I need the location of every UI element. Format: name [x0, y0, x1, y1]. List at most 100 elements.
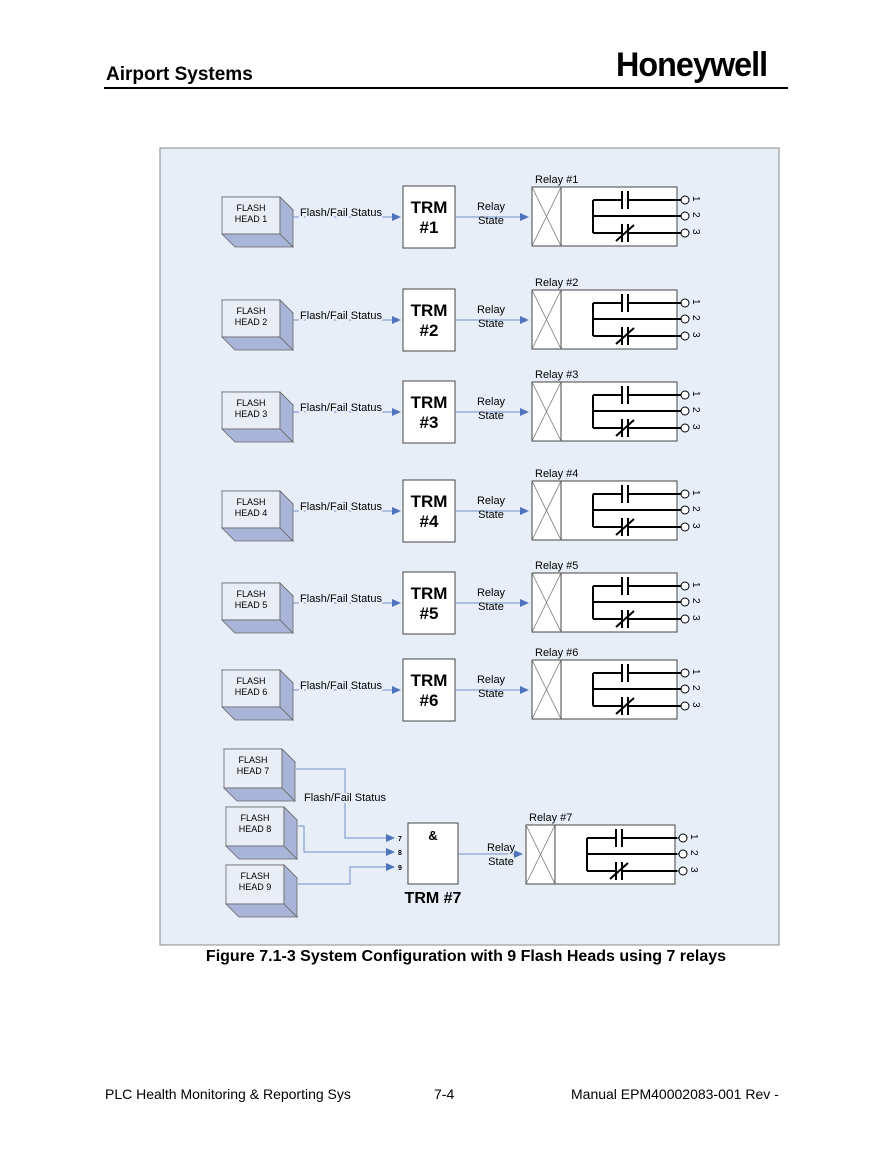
relay-coil-cross — [531, 381, 562, 442]
flash-head-label-line2: HEAD 9 — [239, 882, 272, 892]
flash-head-front-face — [225, 864, 285, 905]
flash-head-label-line1: FLASH — [236, 676, 265, 686]
relay-label: Relay #7 — [529, 812, 572, 824]
terminal-number: 1 — [688, 834, 699, 840]
and-gate-input-number: 7 — [398, 836, 402, 843]
relay-no-contact — [621, 664, 629, 682]
flash-head-label-line1: FLASH — [236, 497, 265, 507]
terminal-circle — [680, 298, 690, 308]
terminal-number: 1 — [690, 391, 701, 397]
relay-coil-cross — [531, 572, 562, 633]
relay-nc-contact — [615, 518, 635, 536]
trm-box — [402, 380, 456, 444]
terminal-circle — [680, 390, 690, 400]
terminal-circle — [678, 833, 688, 843]
relay-state-label-line2: State — [478, 410, 504, 422]
flash-head-label-line2: HEAD 6 — [235, 687, 268, 697]
flash-fail-status-label: Flash/Fail Status — [300, 207, 382, 219]
flash-head-side-face — [279, 490, 294, 542]
relay-no-contact — [615, 829, 623, 847]
relay-state-label-line1: Relay — [477, 674, 506, 686]
terminal-number: 2 — [690, 407, 701, 413]
flash-head-side-face — [279, 391, 294, 443]
relay-no-contact — [621, 191, 629, 209]
terminal-circle — [680, 489, 690, 499]
flash-head-label-line1: FLASH — [236, 589, 265, 599]
trm-label-line2: #4 — [420, 512, 439, 531]
header-divider — [104, 87, 788, 89]
relay-state-label-line1: Relay — [477, 304, 506, 316]
terminal-number: 3 — [690, 424, 701, 430]
flash-fail-status-label: Flash/Fail Status — [300, 402, 382, 414]
figure-caption: Figure 7.1-3 System Configuration with 9… — [205, 948, 727, 965]
flash-head-label-line1: FLASH — [240, 813, 269, 823]
relay-no-contact — [621, 294, 629, 312]
flash-head-label-line2: HEAD 3 — [235, 409, 268, 419]
flash-head-front-face — [221, 582, 281, 621]
flash-head-front-face — [225, 806, 285, 847]
relay-coil-cross — [525, 824, 556, 885]
terminal-number: 3 — [688, 867, 699, 873]
relay-state-label-line1: Relay — [477, 587, 506, 599]
flash-head-side-face — [283, 864, 298, 918]
footer-page-number: 7-4 — [434, 1086, 455, 1102]
flash-head-side-face — [279, 299, 294, 351]
terminal-circle — [680, 314, 690, 324]
relay-state-label-line1: Relay — [477, 396, 506, 408]
terminal-circle — [680, 228, 690, 238]
relay-coil-cross — [531, 480, 562, 541]
relay-nc-contact — [609, 862, 629, 880]
and-gate-input-number: 9 — [398, 865, 402, 872]
trm-label-line2: #3 — [420, 413, 439, 432]
trm7-label: TRM #7 — [405, 890, 462, 907]
terminal-circle — [680, 684, 690, 694]
trm-label-line2: #1 — [420, 218, 439, 237]
flash-head-label-line1: FLASH — [236, 306, 265, 316]
trm-label-line1: TRM — [411, 198, 448, 217]
relay-no-contact — [621, 485, 629, 503]
flash-head-front-face — [221, 299, 281, 338]
terminal-circle — [680, 597, 690, 607]
flash-fail-status-connector — [298, 825, 395, 856]
relay-state-label-line1: Relay — [477, 201, 506, 213]
flash-head-side-face — [283, 806, 298, 860]
trm-label-line2: #2 — [420, 321, 439, 340]
flash-fail-status-label: Flash/Fail Status — [300, 501, 382, 513]
flash-head-label-line1: FLASH — [236, 203, 265, 213]
terminal-circle — [680, 581, 690, 591]
flash-head-label-line2: HEAD 5 — [235, 600, 268, 610]
relay-state-label-line2: State — [478, 688, 504, 700]
relay-nc-contact — [615, 224, 635, 242]
flash-head-label-line2: HEAD 4 — [235, 508, 268, 518]
honeywell-logo: Honeywell — [616, 46, 768, 84]
flash-fail-status-label: Flash/Fail Status — [300, 593, 382, 605]
trm-label-line1: TRM — [411, 584, 448, 603]
terminal-circle — [680, 331, 690, 341]
flash-head-side-face — [281, 748, 296, 802]
terminal-circle — [680, 211, 690, 221]
relay-state-label-line1: Relay — [477, 495, 506, 507]
relay-no-contact — [621, 577, 629, 595]
terminal-number: 1 — [690, 490, 701, 496]
relay-state-label-line2: State — [478, 601, 504, 613]
relay-state-label-line2: State — [478, 509, 504, 521]
flash-head-label-line2: HEAD 1 — [235, 214, 268, 224]
terminal-circle — [678, 866, 688, 876]
terminal-number: 3 — [690, 523, 701, 529]
flash-head-label-line1: FLASH — [238, 755, 267, 765]
terminal-circle — [680, 505, 690, 515]
relay-nc-contact — [615, 697, 635, 715]
